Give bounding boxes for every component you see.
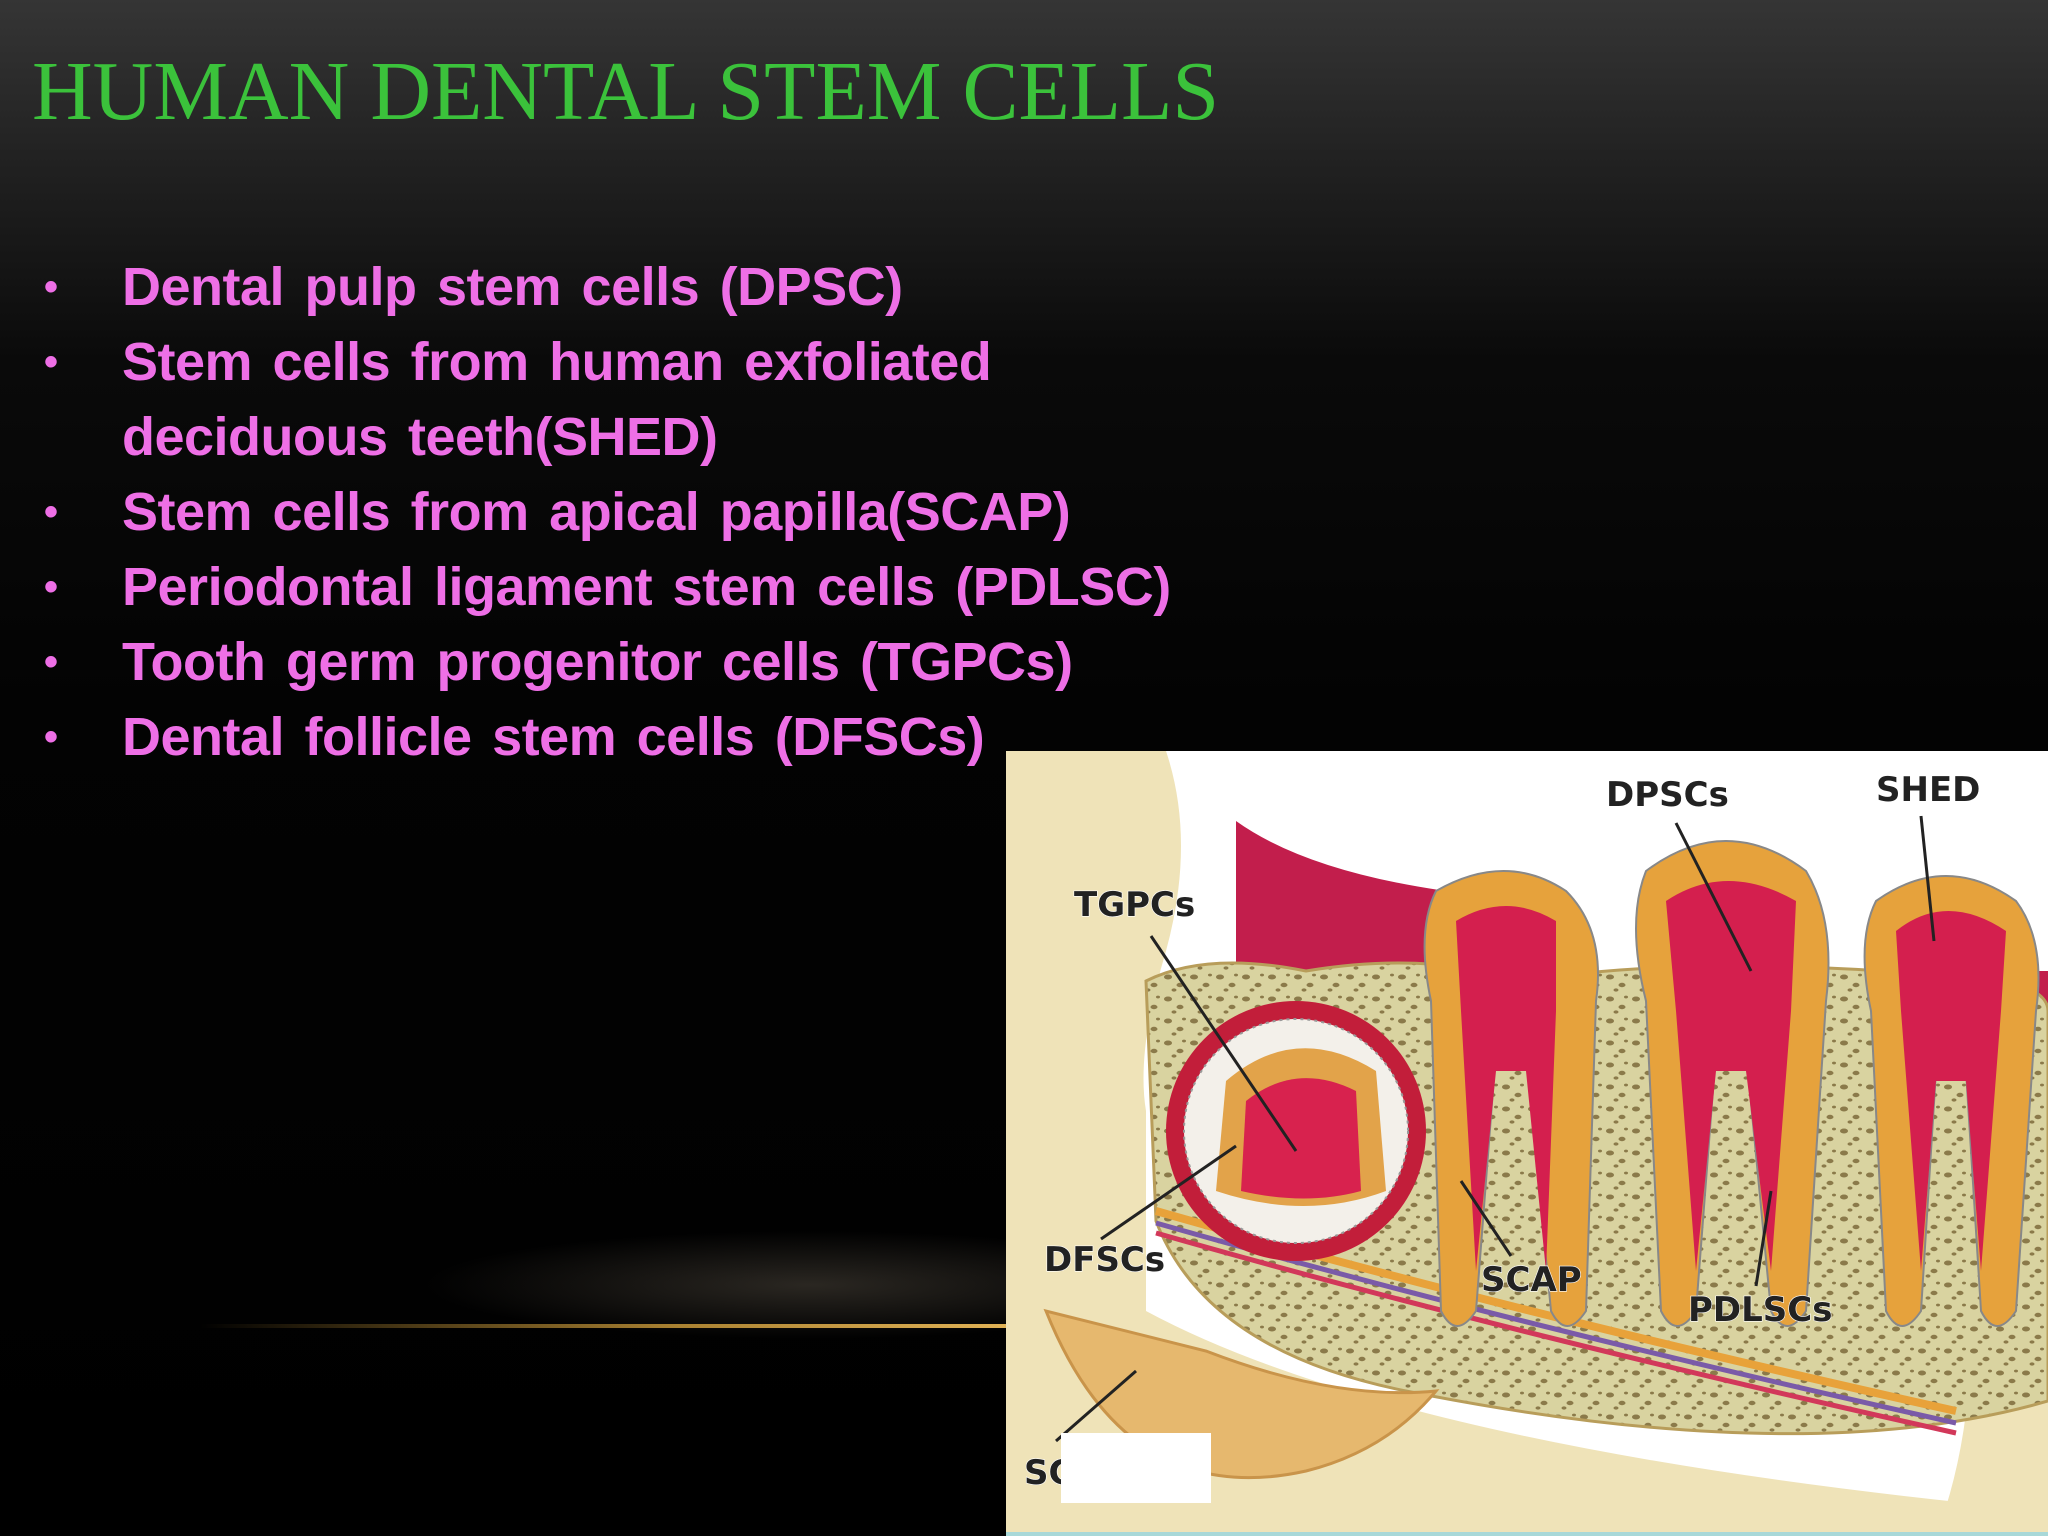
bullet-text: Periodontal ligament stem cells (PDLSC) xyxy=(122,557,1171,617)
bullet-dot: • xyxy=(44,265,58,309)
molar-tooth-2 xyxy=(1635,840,1830,1327)
tooth-germ xyxy=(1166,1001,1426,1261)
dental-diagram-svg: TGPCs DPSCs SHED DFSCs SCAP PDLSCs SC xyxy=(1006,751,2048,1536)
bullet-item: • Tooth germ progenitor cells (TGPCs) xyxy=(40,625,1240,700)
bullet-dot: • xyxy=(44,640,58,684)
deciduous-tooth xyxy=(1863,875,2040,1327)
dental-anatomy-figure: TGPCs DPSCs SHED DFSCs SCAP PDLSCs SC xyxy=(1006,751,2048,1536)
figure-bottom-edge xyxy=(1006,1532,2048,1536)
bullet-dot: • xyxy=(44,340,58,384)
decorative-gold-line xyxy=(200,1324,1260,1328)
label-pdlscs: PDLSCs xyxy=(1688,1290,1832,1330)
bullet-text: Stem cells from human exfoliated deciduo… xyxy=(122,332,992,467)
bullet-text: Stem cells from apical papilla(SCAP) xyxy=(122,482,1071,542)
bullet-text: Dental pulp stem cells (DPSC) xyxy=(122,257,903,317)
bullet-item: • Dental follicle stem cells (DFSCs) xyxy=(40,700,1240,775)
bullet-dot: • xyxy=(44,565,58,609)
label-dfscs: DFSCs xyxy=(1044,1240,1165,1280)
bullet-item: • Stem cells from apical papilla(SCAP) xyxy=(40,475,1240,550)
label-tgpcs: TGPCs xyxy=(1074,885,1195,925)
bullet-item: • Stem cells from human exfoliated decidu… xyxy=(40,325,1240,475)
bullet-dot: • xyxy=(44,715,58,759)
bullet-dot: • xyxy=(44,490,58,534)
label-scap: SCAP xyxy=(1481,1260,1582,1300)
bullet-list: • Dental pulp stem cells (DPSC) • Stem cel… xyxy=(40,250,1240,775)
bullet-text: Dental follicle stem cells (DFSCs) xyxy=(122,707,985,767)
bullet-text: Tooth germ progenitor cells (TGPCs) xyxy=(122,632,1073,692)
vessel-red xyxy=(1155,1230,1957,1436)
cover-patch xyxy=(1061,1433,1211,1503)
label-shed: SHED xyxy=(1876,770,1980,810)
molar-tooth-1 xyxy=(1423,870,1599,1327)
label-dpscs: DPSCs xyxy=(1606,775,1729,815)
bullet-item: • Dental pulp stem cells (DPSC) xyxy=(40,250,1240,325)
bullet-item: • Periodontal ligament stem cells (PDLSC) xyxy=(40,550,1240,625)
slide-title: HUMAN DENTAL STEM CELLS xyxy=(32,45,1220,138)
label-pointers xyxy=(1055,815,1936,1443)
